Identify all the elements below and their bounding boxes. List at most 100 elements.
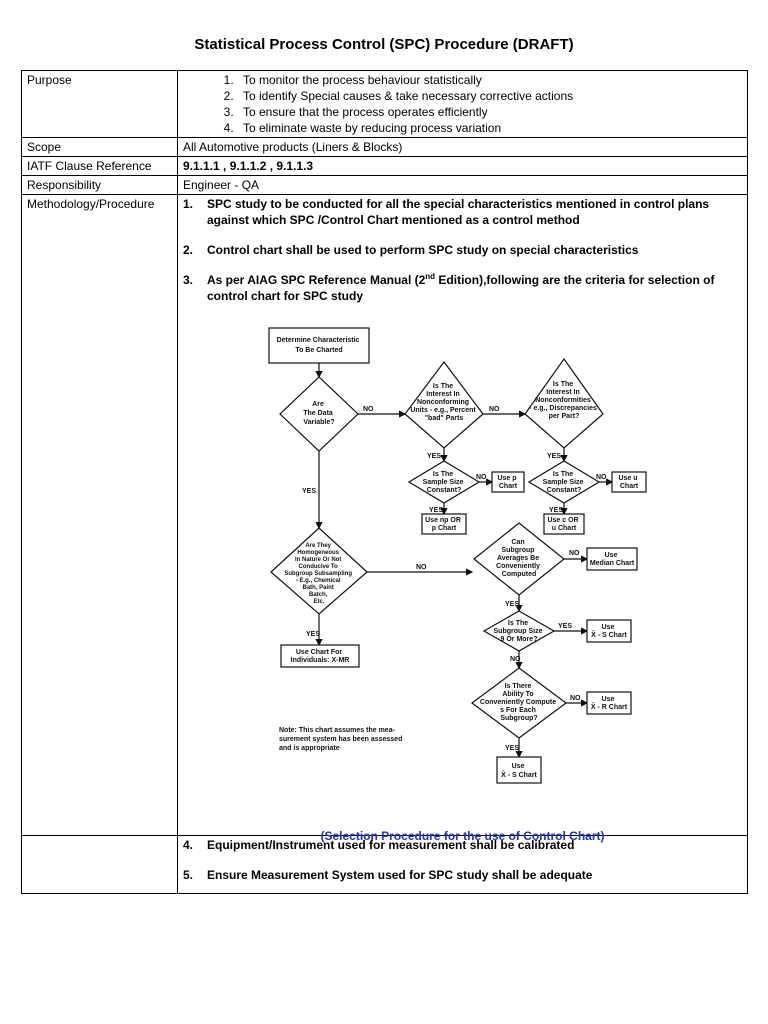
purpose-item: To eliminate waste by reducing process v…: [237, 120, 742, 136]
step-number: 3.: [183, 273, 194, 287]
step-2: 2. Control chart shall be used to perfor…: [183, 242, 742, 258]
step-number: 5.: [183, 868, 194, 882]
flowchart-note: Note: This chart assumes the mea- sureme…: [279, 727, 404, 752]
purpose-item: To identify Special causes & take necess…: [237, 88, 742, 104]
row-methodology: Methodology/Procedure 1. SPC study to be…: [21, 194, 748, 843]
decision-text: Can Subgroup Averages Be Conveniently Co…: [496, 539, 542, 578]
empty-cell: [21, 835, 178, 894]
result-text: Use p Chart: [497, 475, 518, 490]
step-text: Equipment/Instrument used for measuremen…: [207, 838, 575, 852]
result-text: Use X̄ - R Chart: [591, 696, 628, 711]
decision-sample-size-u: [527, 460, 601, 504]
label-yes: YES: [302, 488, 316, 495]
decision-text: Is The Sample Size Constant?: [543, 471, 586, 494]
methodology-label: Methodology/Procedure: [21, 194, 178, 836]
purpose-item: To monitor the process behaviour statist…: [237, 72, 742, 88]
decision-nonconforming-units: [404, 361, 484, 449]
result-text: Use X̄ - S Chart: [591, 624, 627, 639]
page-title: Statistical Process Control (SPC) Proced…: [194, 36, 574, 53]
result-text: Use c OR u Chart: [547, 517, 580, 532]
iatf-value: 9.1.1.1 , 9.1.1.2 , 9.1.1.3: [177, 156, 748, 176]
step-text: Control chart shall be used to perform S…: [207, 243, 639, 257]
result-text: Use Chart For Individuals: X-MR: [291, 649, 350, 664]
row-continued: 4. Equipment/Instrument used for measure…: [21, 835, 748, 894]
step-3: 3. As per AIAG SPC Reference Manual (2nd…: [183, 272, 742, 304]
label-no: NO: [570, 695, 581, 702]
start-box-text: Determine Characteristic To Be Charted: [277, 337, 362, 354]
label-yes: YES: [306, 631, 320, 638]
row-purpose: Purpose To monitor the process behaviour…: [21, 70, 748, 138]
superscript: nd: [425, 272, 436, 281]
result-median-chart: [586, 547, 638, 571]
result-np-chart: [421, 513, 467, 535]
row-iatf: IATF Clause Reference 9.1.1.1 , 9.1.1.2 …: [21, 156, 748, 176]
continued-steps: 4. Equipment/Instrument used for measure…: [177, 835, 748, 894]
row-responsibility: Responsibility Engineer - QA: [21, 175, 748, 195]
label-yes: YES: [505, 745, 519, 752]
responsibility-label: Responsibility: [21, 175, 178, 195]
decision-text: Is The Interest In Nonconforming Units -…: [410, 383, 477, 422]
decision-sample-size-p: [407, 460, 481, 504]
decision-subgroup-averages: [473, 522, 565, 596]
label-yes: YES: [429, 507, 443, 514]
label-no: NO: [476, 474, 487, 481]
row-scope: Scope All Automotive products (Liners & …: [21, 137, 748, 157]
step-text-part: following are the criteria for selection…: [207, 273, 715, 303]
result-xbar-r-chart: [586, 691, 632, 715]
decision-text: Are They Homogeneous In Nature Or Not Co…: [284, 543, 353, 605]
decision-text: Are The Data Variable?: [303, 401, 335, 426]
decision-text: Is There Ability To Conveniently Compute…: [480, 683, 558, 722]
step-text: SPC study to be conducted for all the sp…: [207, 197, 710, 227]
label-no: NO: [416, 564, 427, 571]
label-no: NO: [596, 474, 607, 481]
result-text: Use np OR p Chart: [425, 517, 463, 532]
label-no: NO: [510, 656, 521, 663]
result-p-chart: [491, 471, 525, 493]
decision-homogeneous: [270, 527, 368, 615]
label-yes: YES: [547, 453, 561, 460]
methodology-value: 1. SPC study to be conducted for all the…: [177, 194, 748, 843]
decision-subgroup-size: [482, 610, 556, 652]
result-text: Use Median Chart: [590, 552, 635, 567]
flowchart-area: Determine Characteristic To Be Charted A…: [183, 304, 742, 843]
label-yes: YES: [549, 507, 563, 514]
decision-nonconformities: [524, 357, 604, 449]
scope-value: All Automotive products (Liners & Blocks…: [177, 137, 748, 157]
step-text: Ensure Measurement System used for SPC s…: [207, 868, 593, 882]
step-text-part: Edition),: [435, 273, 487, 287]
control-chart-flowchart: Determine Characteristic To Be Charted A…: [268, 327, 647, 784]
start-box: [268, 327, 370, 364]
step-5: 5. Ensure Measurement System used for SP…: [183, 867, 742, 883]
decision-text: Is The Interest In Nonconformities - e.g…: [529, 381, 599, 420]
step-text: As per AIAG SPC Reference Manual (2nd Ed…: [207, 272, 742, 304]
iatf-label: IATF Clause Reference: [21, 156, 178, 176]
decision-text: Is The Sample Size Constant?: [423, 471, 466, 494]
result-u-chart: [611, 471, 647, 493]
step-number: 2.: [183, 243, 194, 257]
responsibility-value: Engineer - QA: [177, 175, 748, 195]
scope-label: Scope: [21, 137, 178, 157]
decision-ability-compute-s: [470, 667, 568, 739]
result-xbar-s-chart-final: [496, 756, 542, 784]
result-xbar-s-chart: [586, 619, 632, 643]
result-text: Use u Chart: [618, 475, 639, 490]
decision-variable-data: [279, 376, 359, 452]
purpose-label: Purpose: [21, 70, 178, 138]
purpose-value: To monitor the process behaviour statist…: [177, 70, 748, 138]
purpose-list: To monitor the process behaviour statist…: [183, 72, 742, 136]
result-xmr-chart: [280, 644, 360, 668]
step-number: 4.: [183, 838, 194, 852]
purpose-item: To ensure that the process operates effi…: [237, 104, 742, 120]
label-no: NO: [569, 550, 580, 557]
label-no: NO: [363, 406, 374, 413]
label-no: NO: [489, 406, 500, 413]
result-c-chart: [543, 513, 585, 535]
step-1: 1. SPC study to be conducted for all the…: [183, 196, 742, 228]
decision-text: Is The Subgroup Size 9 Or More?: [494, 620, 545, 643]
label-yes: YES: [427, 453, 441, 460]
flowchart-caption: (Selection Procedure for the use of Cont…: [320, 829, 605, 843]
step-4: 4. Equipment/Instrument used for measure…: [183, 837, 742, 853]
label-yes: YES: [505, 601, 519, 608]
step-number: 1.: [183, 197, 194, 211]
result-text: Use X̄ - S Chart: [501, 763, 537, 779]
